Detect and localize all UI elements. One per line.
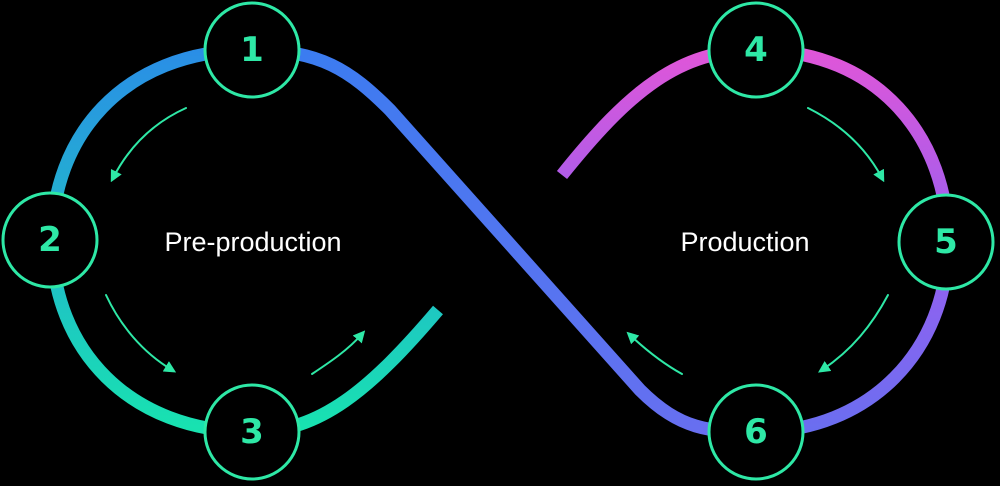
step-node-6-label: 6 xyxy=(744,412,768,452)
arrow-1-to-2 xyxy=(110,107,187,183)
step-node-3-circle xyxy=(203,383,301,481)
phase-label-pre-production: Pre-production xyxy=(164,227,341,257)
left-loop-track xyxy=(45,43,443,439)
step-node-3: 3 xyxy=(203,383,301,481)
step-node-1-circle xyxy=(203,1,301,99)
arrow-2-to-3 xyxy=(105,294,177,373)
phase-label-production: Production xyxy=(680,227,809,257)
step-node-5: 5 xyxy=(897,193,995,291)
step-node-3-label: 3 xyxy=(240,412,264,452)
step-node-1: 1 xyxy=(203,1,301,99)
step-node-6: 6 xyxy=(707,383,805,481)
arrow-3-to-next xyxy=(311,330,366,375)
arrow-4-to-5 xyxy=(807,107,885,183)
step-node-2-circle xyxy=(1,191,99,289)
arrow-6-to-next xyxy=(626,331,683,375)
step-node-5-label: 5 xyxy=(934,222,958,262)
step-node-1-label: 1 xyxy=(240,30,264,70)
step-node-4-circle xyxy=(707,1,805,99)
arrow-5-to-6 xyxy=(818,294,889,373)
step-node-2: 2 xyxy=(1,191,99,289)
step-node-5-circle xyxy=(897,193,995,291)
right-loop-track xyxy=(556,43,955,439)
step-node-4-label: 4 xyxy=(744,30,768,70)
step-node-4: 4 xyxy=(707,1,805,99)
step-node-2-label: 2 xyxy=(38,220,62,260)
step-node-6-circle xyxy=(707,383,805,481)
